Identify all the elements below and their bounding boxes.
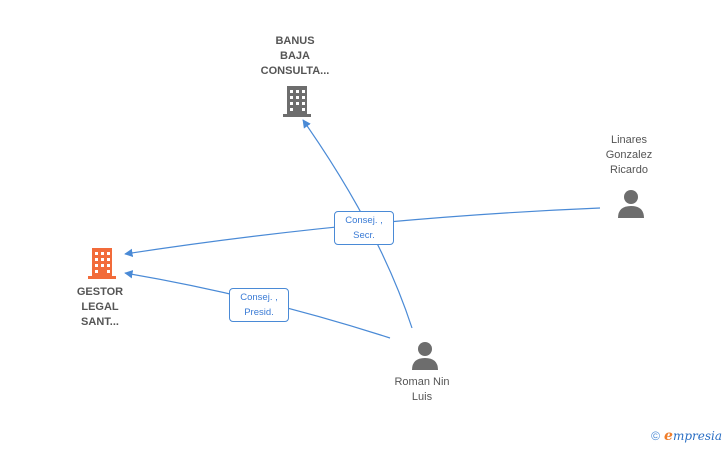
edge-label-line: Consej. , <box>240 292 278 303</box>
label-line: Roman Nin <box>394 376 450 388</box>
person-icon-roman[interactable] <box>410 340 440 375</box>
label-line: SANT... <box>81 316 119 328</box>
node-label-linares[interactable]: Linares Gonzalez Ricardo <box>579 133 679 178</box>
label-line: BAJA <box>280 50 310 62</box>
copyright-icon: © <box>651 429 661 443</box>
edge-label-line: Presid. <box>244 307 274 318</box>
label-line: Ricardo <box>610 164 648 176</box>
node-label-gestor[interactable]: GESTOR LEGAL SANT... <box>50 285 150 330</box>
building-icon-banus[interactable] <box>281 84 313 123</box>
label-line: Linares <box>610 134 648 146</box>
label-line: LEGAL <box>81 301 119 313</box>
person-icon-linares[interactable] <box>616 188 646 223</box>
label-line: Luis <box>411 391 433 403</box>
edge-label-line: Secr. <box>353 230 375 241</box>
label-line: GESTOR <box>76 286 124 298</box>
edge-label-consej-secr[interactable]: Consej. , Secr. <box>334 211 394 245</box>
label-line: BANUS <box>275 35 315 47</box>
empresia-logo[interactable]: empresia <box>664 428 722 444</box>
logo-initial: e <box>664 428 673 444</box>
building-icon-gestor[interactable] <box>86 246 118 285</box>
node-label-banus[interactable]: BANUS BAJA CONSULTA... <box>245 34 345 79</box>
logo-text: mpresia <box>672 429 722 443</box>
footer-brand: © empresia <box>651 428 722 444</box>
label-line: CONSULTA... <box>260 65 330 77</box>
node-label-roman[interactable]: Roman Nin Luis <box>372 375 472 405</box>
label-line: Gonzalez <box>605 149 653 161</box>
edge-label-consej-presid[interactable]: Consej. , Presid. <box>229 288 289 322</box>
edge-label-line: Consej. , <box>345 215 383 226</box>
